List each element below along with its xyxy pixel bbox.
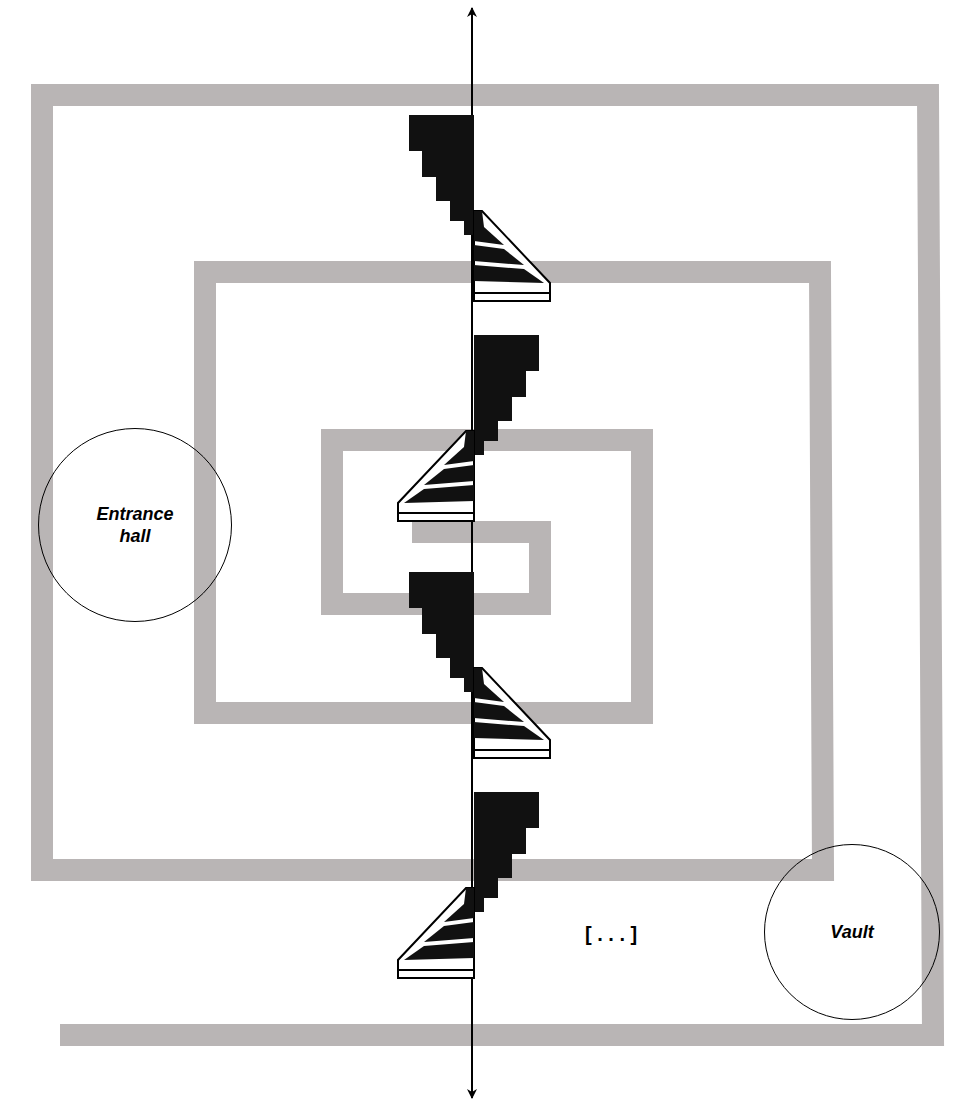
room-name: Entrance hall: [72, 503, 198, 547]
staircase-icon: [398, 792, 539, 978]
spiral-wall: [42, 95, 933, 1035]
room-circle: Vault: [764, 844, 940, 1020]
staircase-icon: [409, 572, 550, 758]
staircase-icon: [409, 115, 550, 301]
room-circle: Entrance hall: [38, 428, 232, 622]
staircase-icon: [398, 335, 539, 521]
room-name: Vault: [822, 921, 881, 943]
ellipsis-label: [ . . . ]: [585, 923, 637, 946]
